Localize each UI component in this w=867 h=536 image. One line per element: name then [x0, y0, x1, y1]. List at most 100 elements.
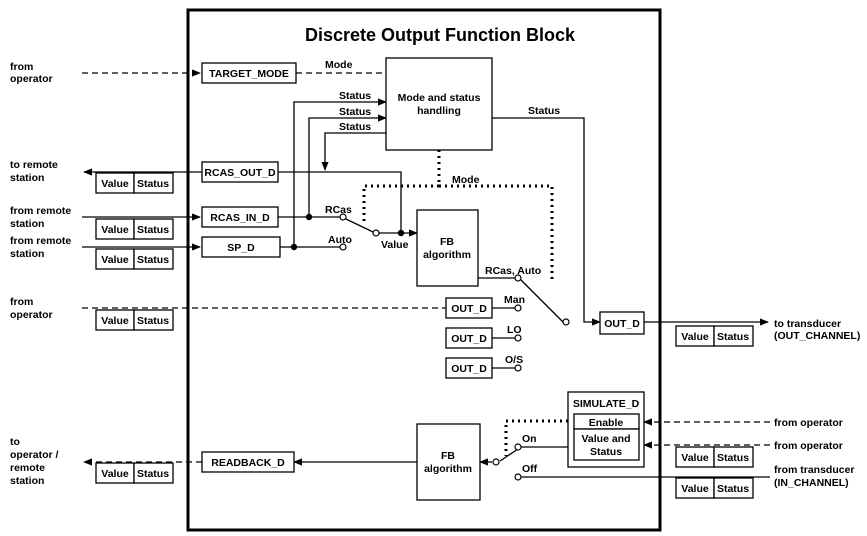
fb-algorithm-2-line-1: FB — [441, 450, 455, 462]
switch-contact-on — [514, 443, 522, 451]
rcas-label: RCas — [325, 204, 352, 216]
ext-from-operator-value: from operator — [774, 440, 843, 452]
rcas-in-label: RCAS_IN_D — [210, 212, 270, 224]
target-mode-label: TARGET_MODE — [209, 68, 289, 80]
sp-label: SP_D — [227, 242, 255, 254]
ext-from-transducer-l1: from transducer — [774, 464, 855, 476]
rcas-auto-label: RCas, Auto — [485, 265, 541, 277]
ext-from-remote-1-l2: station — [10, 218, 44, 230]
sp-block — [201, 236, 281, 258]
status-feed-sp — [293, 98, 387, 247]
out-d-lo-label: OUT_D — [451, 333, 487, 345]
value-status-line-1: Value and — [581, 433, 630, 445]
status-cell: Status — [137, 468, 169, 480]
value-status-block — [573, 428, 640, 461]
simulate-label: SIMULATE_D — [573, 398, 640, 410]
ext-from-operator-enable: from operator — [774, 417, 843, 429]
value-cell: Value — [681, 331, 709, 343]
value-cell: Value — [681, 483, 709, 495]
man-label: Man — [504, 294, 525, 306]
ext-to-operator-remote-l4: station — [10, 475, 44, 487]
readback-label: READBACK_D — [211, 457, 285, 469]
status-cell: Status — [137, 254, 169, 266]
switch-contact-rcas — [339, 213, 347, 221]
ext-from-remote-2-l2: station — [10, 248, 44, 260]
mode-status-line-2: handling — [417, 105, 461, 117]
switch-contact-man — [514, 304, 522, 312]
value-status-pair-sim-operator: Value Status — [675, 446, 754, 468]
status-label-1: Status — [339, 90, 371, 102]
fb-algorithm-2-block — [416, 423, 481, 501]
out-d-main-block — [599, 311, 645, 335]
rcas-out-label: RCAS_OUT_D — [204, 167, 276, 179]
ext-from-remote-2-l1: from remote — [10, 235, 71, 247]
value-cell: Value — [101, 254, 129, 266]
ext-from-operator-2-l1: from — [10, 296, 33, 308]
status-feed-rcas-out — [321, 132, 386, 171]
fb-algorithm-line-2: algorithm — [423, 249, 471, 261]
out-d-man-label: OUT_D — [451, 303, 487, 315]
mode-status-handling-block — [385, 57, 493, 151]
junction-rcas-in — [305, 213, 313, 221]
switch-pivot-value — [372, 229, 380, 237]
status-cell: Status — [717, 331, 749, 343]
switch-contact-auto — [339, 243, 347, 251]
value-label: Value — [381, 239, 409, 251]
rcas-auto-switch-blade — [345, 218, 374, 233]
switch-contact-off — [514, 473, 522, 481]
target-mode-block — [201, 62, 297, 84]
value-cell: Value — [101, 468, 129, 480]
fb-algorithm-line-1: FB — [440, 236, 454, 248]
switch-contact-rcas-auto — [514, 274, 522, 282]
value-cell: Value — [101, 224, 129, 236]
ext-from-remote-1-l1: from remote — [10, 205, 71, 217]
fb-algorithm-block — [416, 209, 479, 287]
on-label: On — [522, 433, 537, 445]
junction-sp — [290, 243, 298, 251]
out-switch-blade — [520, 279, 564, 323]
rcas-in-block — [201, 206, 279, 228]
status-label-3: Status — [339, 121, 371, 133]
junction-value — [397, 229, 405, 237]
ext-from-operator-1-l1: from — [10, 61, 33, 73]
ext-to-remote-l1: to remote — [10, 159, 58, 171]
diagram-title: Discrete Output Function Block — [305, 25, 576, 45]
ext-to-operator-remote-l3: remote — [10, 462, 45, 474]
ext-to-operator-remote-l1: to — [10, 436, 20, 448]
out-d-lo-block — [445, 327, 493, 349]
os-label: O/S — [505, 354, 523, 366]
value-cell: Value — [101, 178, 129, 190]
value-status-pair-sp: Value Status — [95, 248, 174, 270]
value-status-pair-in-channel: Value Status — [675, 477, 754, 499]
ext-from-transducer-l2: (IN_CHANNEL) — [774, 477, 849, 489]
ext-from-operator-2-l2: operator — [10, 309, 53, 321]
mode-control-dotted-2 — [439, 184, 554, 282]
rcas-out-block — [201, 161, 279, 183]
ext-to-transducer-l1: to transducer — [774, 318, 841, 330]
ext-to-remote-l2: station — [10, 172, 44, 184]
value-status-pair-rcas-out: Value Status — [95, 172, 174, 194]
status-to-out-line — [492, 117, 601, 326]
enable-control-dotted — [504, 419, 574, 456]
status-cell: Status — [137, 178, 169, 190]
fb-algorithm-2-line-2: algorithm — [424, 463, 472, 475]
value-status-pair-readback: Value Status — [95, 462, 174, 484]
mode-status-line-1: Mode and status — [398, 92, 481, 104]
status-cell: Status — [137, 315, 169, 327]
value-status-pair-rcas-in: Value Status — [95, 218, 174, 240]
switch-contact-os — [514, 364, 522, 372]
sim-switch-blade — [499, 448, 519, 462]
value-status-line-2: Status — [590, 446, 622, 458]
out-d-os-block — [445, 357, 493, 379]
switch-pivot-out — [562, 318, 570, 326]
status-cell: Status — [717, 483, 749, 495]
mode-control-label: Mode — [452, 174, 480, 186]
ext-to-operator-remote-l2: operator / — [10, 449, 59, 461]
value-feedback-line — [278, 171, 402, 233]
status-label-2: Status — [339, 106, 371, 118]
ext-to-transducer-l2: (OUT_CHANNEL) — [774, 330, 860, 342]
status-cell: Status — [717, 452, 749, 464]
auto-label: Auto — [328, 234, 352, 246]
value-status-pair-man: Value Status — [95, 309, 174, 331]
